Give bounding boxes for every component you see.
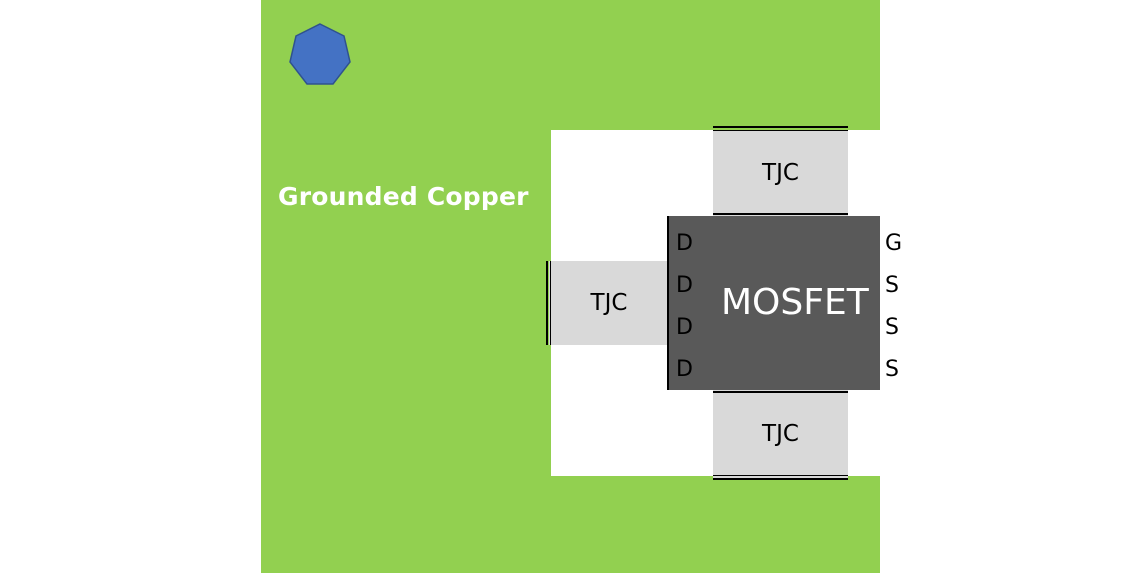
pin-left-4: D	[676, 357, 693, 382]
tjc-left-edge-line	[546, 261, 548, 345]
pin-right-2: S	[885, 273, 899, 298]
tjc-bottom-edge-line	[713, 475, 848, 476]
tjc-bottom-label: TJC	[762, 421, 799, 447]
pin-left-2: D	[676, 273, 693, 298]
mosfet-body	[669, 216, 880, 390]
heptagon-via-icon	[289, 23, 351, 85]
pin-right-4: S	[885, 357, 899, 382]
grounded-copper-label: Grounded Copper	[278, 182, 529, 211]
tjc-pad-bottom: TJC	[713, 390, 848, 478]
tjc-left-edge-line-2	[550, 261, 551, 345]
pin-left-3: D	[676, 315, 693, 340]
mosfet-left-edge	[667, 216, 669, 390]
pin-right-3: S	[885, 315, 899, 340]
tjc-pad-left: TJC	[549, 261, 669, 345]
pin-right-1: G	[885, 231, 903, 256]
tjc-top-edge-line	[713, 126, 848, 128]
tjc-top-label: TJC	[762, 160, 799, 186]
tjc-left-label: TJC	[590, 290, 628, 316]
tjc-bottom-inner-edge	[713, 391, 848, 393]
tjc-top-edge-line-2	[713, 130, 848, 131]
tjc-top-inner-edge	[713, 213, 848, 215]
mosfet-label: MOSFET	[721, 282, 869, 323]
pin-left-1: D	[676, 231, 693, 256]
tjc-pad-top: TJC	[713, 130, 848, 216]
tjc-bottom-edge-line-2	[713, 478, 848, 480]
